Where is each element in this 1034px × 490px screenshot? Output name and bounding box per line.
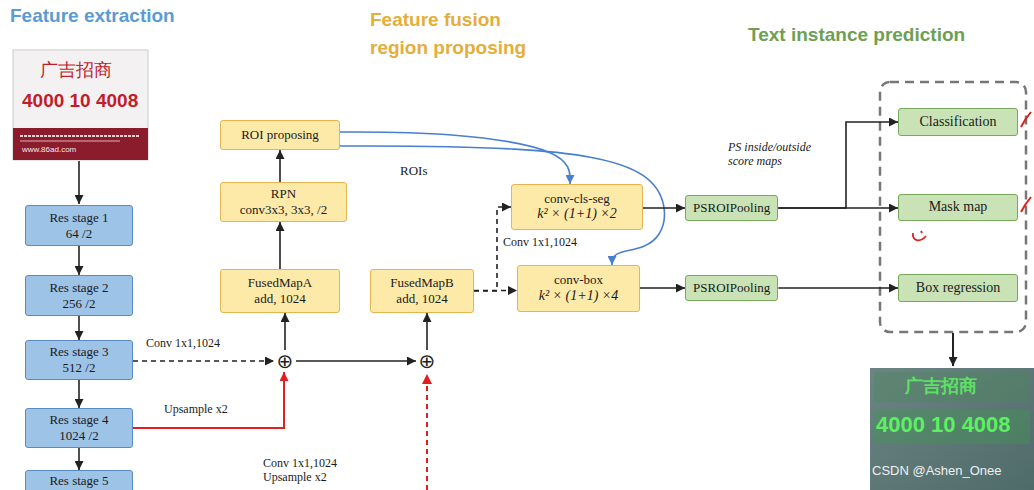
check-mark xyxy=(1021,197,1031,212)
flow-label: Conv 1x1,1024 Upsample x2 xyxy=(263,456,363,485)
flow-connector xyxy=(778,287,898,289)
pen-scribble xyxy=(913,231,926,240)
output-arrow xyxy=(952,333,954,366)
box-title: PSROIPooling xyxy=(693,200,770,216)
flow-connector xyxy=(78,448,80,470)
photo-text: 广吉招商 xyxy=(40,60,112,82)
photo-small-text xyxy=(20,135,140,137)
box-title: Res stage 3 xyxy=(49,344,108,360)
box-detail: 512 /2 xyxy=(63,360,96,376)
box-title: conv-cls-seg xyxy=(544,191,610,207)
sum-symbol: ⊕ xyxy=(274,350,296,372)
check-mark xyxy=(1021,112,1031,127)
fusion-box: FusedMapBadd, 1024 xyxy=(370,269,474,313)
flow-connector xyxy=(133,372,284,428)
res-stage-box: Res stage 41024 /2 xyxy=(25,408,133,448)
flow-connector xyxy=(78,380,80,408)
flow-connector xyxy=(474,290,517,292)
prediction-box: Box regression xyxy=(898,274,1018,302)
edge-label: Upsample x2 xyxy=(163,402,229,416)
fusion-box: FusedMapAadd, 1024 xyxy=(220,269,340,313)
flow-connector xyxy=(279,222,281,269)
pooling-box: PSROIPooling xyxy=(685,275,778,301)
flow-note: PS inside/outside score maps xyxy=(728,140,836,169)
section-heading: Text instance prediction xyxy=(748,24,965,47)
box-title: Res stage 5 xyxy=(49,473,108,489)
photo-text: 广吉招商 xyxy=(905,376,977,398)
flow-connector xyxy=(778,207,898,209)
sum-glyph: ⊕ xyxy=(419,351,436,371)
roi-connector xyxy=(340,146,664,265)
sum-glyph: ⊕ xyxy=(277,351,294,371)
fusion-box: RPNconv3x3, 3x3, /2 xyxy=(220,182,347,222)
box-title: FusedMapA xyxy=(248,275,312,291)
flow-connector xyxy=(133,360,274,362)
box-title: Res stage 1 xyxy=(49,210,108,226)
box-detail: conv3x3, 3x3, /2 xyxy=(240,202,327,218)
section-heading: Feature extraction xyxy=(10,5,175,28)
box-title: conv-box xyxy=(554,272,603,288)
box-title: ROI proposing xyxy=(241,127,319,143)
res-stage-box: Res stage 5 xyxy=(25,470,133,490)
photo-small-text xyxy=(20,141,120,142)
res-stage-box: Res stage 2256 /2 xyxy=(25,275,133,316)
box-title: Classification xyxy=(920,114,997,131)
box-title: Box regression xyxy=(916,280,1000,297)
prediction-group xyxy=(880,82,1026,332)
box-detail: 64 /2 xyxy=(66,226,92,242)
flow-connector xyxy=(284,313,286,350)
output-photo xyxy=(870,368,1034,490)
text-highlight xyxy=(874,410,1030,444)
section-heading: Feature fusion region proposing xyxy=(370,6,552,62)
box-detail: 1024 /2 xyxy=(59,428,98,444)
box-detail: 256 /2 xyxy=(63,296,96,312)
flow-connector xyxy=(78,316,80,340)
box-title: Mask map xyxy=(929,199,988,216)
prediction-box: Mask map xyxy=(898,194,1018,221)
box-title: Res stage 2 xyxy=(49,280,108,296)
box-title: RPN xyxy=(271,186,296,202)
watermark: CSDN @Ashen_Onee xyxy=(872,463,1002,479)
photo-band xyxy=(13,128,148,160)
flow-connector xyxy=(778,122,898,208)
upsample-arrow xyxy=(426,374,428,490)
pooling-box: PSROIPooling xyxy=(685,195,778,221)
flow-label: Conv 1x1,1024 xyxy=(503,235,577,249)
edge-label: Conv 1x1,1024 xyxy=(145,336,221,350)
res-stage-box: Res stage 3512 /2 xyxy=(25,340,133,380)
fusion-box: conv-cls-segk² × (1+1) ×2 xyxy=(511,184,643,230)
box-detail: k² × (1+1) ×2 xyxy=(537,206,617,223)
sum-symbol: ⊕ xyxy=(416,350,438,372)
box-title: Res stage 4 xyxy=(49,412,108,428)
res-stage-box: Res stage 164 /2 xyxy=(25,205,133,246)
flow-connector xyxy=(78,246,80,275)
box-detail: k² × (1+1) ×4 xyxy=(539,288,619,305)
flow-connector xyxy=(426,313,428,350)
photo-text: 4000 10 4008 xyxy=(22,90,138,113)
fusion-box: ROI proposing xyxy=(220,120,340,150)
box-detail: add, 1024 xyxy=(396,291,447,307)
box-detail: add, 1024 xyxy=(254,291,305,307)
flow-connector xyxy=(296,360,416,362)
flow-connector xyxy=(640,287,685,289)
text-highlight xyxy=(874,372,1030,402)
box-title: FusedMapB xyxy=(390,275,454,291)
flow-connector xyxy=(279,150,281,182)
photo-text: 4000 10 4008 xyxy=(876,412,1011,438)
flow-connector xyxy=(643,207,685,209)
prediction-box: Classification xyxy=(898,108,1018,136)
fusion-box: conv-boxk² × (1+1) ×4 xyxy=(517,265,640,312)
input-photo xyxy=(13,50,148,160)
flow-arrow xyxy=(78,161,80,204)
photo-text: www.86ad.com xyxy=(22,145,76,155)
flow-label: ROIs xyxy=(400,163,427,179)
roi-connector xyxy=(340,132,570,184)
box-title: PSROIPooling xyxy=(693,280,770,296)
